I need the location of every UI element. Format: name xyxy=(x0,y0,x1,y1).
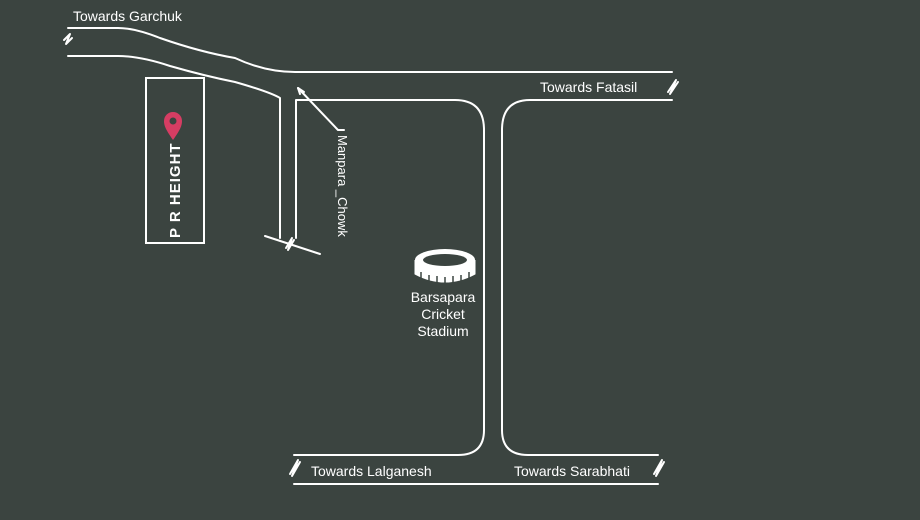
stadium-label-line2: Cricket xyxy=(421,306,465,322)
location-pin-icon xyxy=(164,112,182,140)
pr-height-label: P R HEIGHT xyxy=(167,142,184,238)
stadium-label: Barsapara Cricket Stadium xyxy=(411,289,476,339)
pr-height-location: P R HEIGHT xyxy=(145,77,205,244)
road-break-marks xyxy=(63,33,679,477)
manpara-chowk-label: Manpara _Chowk xyxy=(335,135,350,237)
towards-lalganesh-label: Towards Lalganesh xyxy=(311,463,432,479)
stadium-label-line3: Stadium xyxy=(417,323,468,339)
manpara-chowk-pointer xyxy=(297,87,345,131)
stadium-label-line1: Barsapara xyxy=(411,289,476,305)
towards-fatasil-label: Towards Fatasil xyxy=(540,79,637,95)
towards-sarabhati-label: Towards Sarabhati xyxy=(514,463,630,479)
road-top xyxy=(67,27,673,485)
towards-garchuk-label: Towards Garchuk xyxy=(73,8,183,24)
stadium-icon xyxy=(414,249,476,284)
